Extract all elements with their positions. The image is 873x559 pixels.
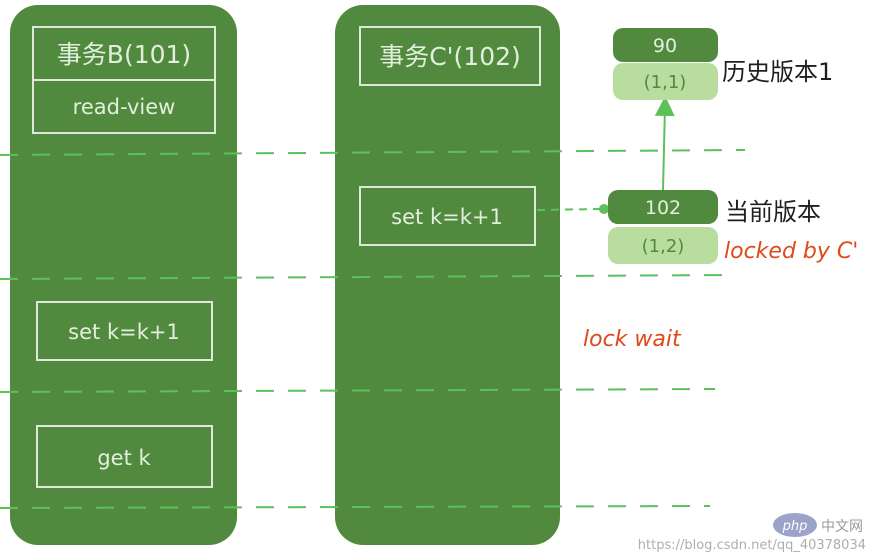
current-version-value-box	[608, 190, 718, 224]
timeline-separator-3	[0, 388, 716, 393]
transaction-b-update: set k=k+1	[68, 320, 180, 344]
history-version-value: 90	[653, 35, 677, 57]
history-version-label: 历史版本1	[722, 58, 833, 86]
current-version-trx-box	[608, 227, 718, 264]
version-chain-arrow	[654, 96, 675, 191]
watermark-site: 中文网	[821, 519, 863, 535]
transaction-b-read-view-box	[32, 79, 216, 134]
transaction-c-lane	[335, 5, 560, 545]
transaction-b-update-box	[36, 301, 213, 361]
lock-wait-note: lock wait	[583, 327, 682, 352]
timeline-separator-2	[0, 274, 736, 280]
current-version-trx: (1,2)	[642, 236, 685, 257]
update-connector-dot	[599, 204, 609, 214]
transaction-b-read-view: read-view	[73, 95, 176, 119]
current-version: 102 (1,2) 当前版本 locked by C'	[608, 190, 858, 264]
transaction-b-query-box	[36, 425, 213, 488]
current-version-lock-note: locked by C'	[724, 239, 858, 264]
history-version-value-box	[613, 28, 718, 62]
update-connector	[536, 208, 601, 211]
transaction-c-title: 事务C'(102)	[379, 42, 521, 71]
transaction-c-title-box	[359, 26, 541, 86]
current-version-value: 102	[645, 197, 681, 219]
transaction-b-title: 事务B(101)	[57, 40, 191, 69]
current-version-label: 当前版本	[725, 198, 821, 226]
php-logo-icon	[773, 513, 817, 537]
transaction-c-update-box	[359, 186, 536, 246]
transaction-c-column: 事务C'(102) set k=k+1	[335, 5, 560, 545]
transaction-b-lane	[10, 5, 237, 545]
watermark: php 中文网 https://blog.csdn.net/qq_4037803…	[638, 513, 866, 553]
history-version-trx-box	[613, 63, 718, 100]
watermark-logo: php	[782, 519, 808, 534]
transaction-b-query: get k	[97, 446, 151, 470]
history-version: 90 (1,1) 历史版本1	[613, 28, 833, 100]
timeline-separator-4	[0, 505, 711, 509]
transaction-c-update: set k=k+1	[391, 205, 503, 229]
watermark-url: https://blog.csdn.net/qq_40378034	[638, 538, 866, 553]
timeline-separator-1	[0, 149, 746, 156]
history-version-trx: (1,1)	[644, 72, 687, 93]
transaction-b-column: 事务B(101) read-view set k=k+1 get k	[10, 5, 237, 545]
